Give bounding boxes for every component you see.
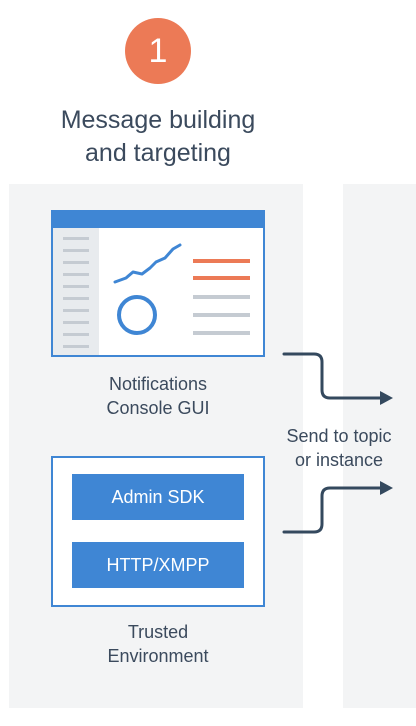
console-title-bar: [53, 212, 263, 228]
step-title: Message building and targeting: [60, 106, 256, 167]
right-panel: [343, 184, 416, 708]
highlight-line: [193, 276, 250, 280]
admin-sdk-box: Admin SDK: [72, 474, 244, 520]
console-to-target-arrow: [282, 352, 382, 400]
console-caption: Notifications Console GUI: [106, 374, 210, 418]
arrow-head-icon: [380, 391, 393, 405]
content-line: [193, 331, 250, 335]
console-window-illustration: [53, 212, 263, 355]
highlight-line: [193, 259, 250, 263]
console-window-icon: [51, 210, 265, 357]
content-line: [193, 295, 250, 299]
trend-line-icon: [113, 243, 182, 284]
content-line: [193, 313, 250, 317]
trusted-environment-frame: Admin SDK HTTP/XMPP: [51, 456, 265, 607]
trusted-environment-caption: Trusted Environment: [107, 622, 209, 666]
arrow-head-icon: [380, 481, 393, 495]
console-sidebar-lines: [63, 237, 89, 348]
donut-chart-icon: [117, 295, 157, 335]
step-number-badge: 1: [125, 18, 191, 84]
send-target-label: Send to topic or instance: [286, 426, 392, 470]
http-xmpp-box: HTTP/XMPP: [72, 542, 244, 588]
environment-to-target-arrow: [282, 486, 382, 534]
